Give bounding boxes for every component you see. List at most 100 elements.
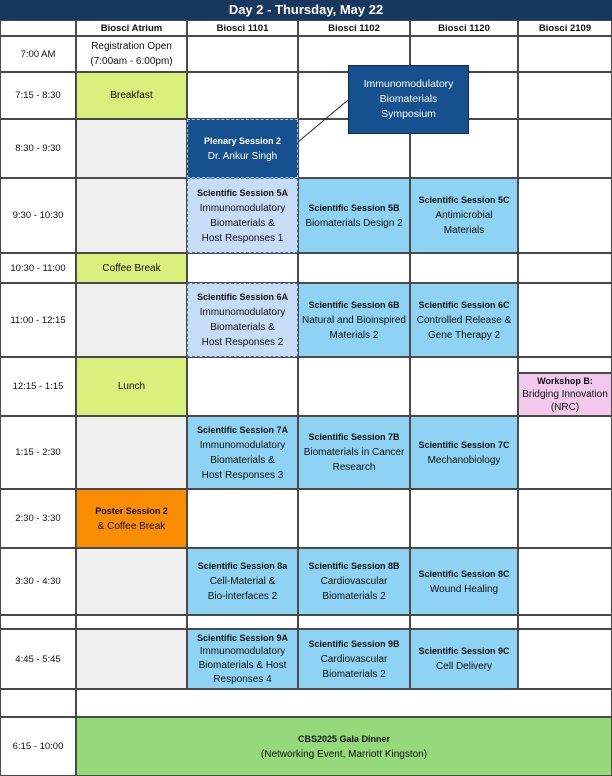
spacer-cell: [76, 689, 612, 717]
event-line: Immunomodulatory: [199, 646, 286, 657]
empty-cell: [187, 253, 298, 283]
event-title: Scientific Session 8C: [418, 568, 510, 579]
empty-cell: [518, 489, 612, 548]
event-title: Breakfast: [110, 90, 153, 101]
event-title: Scientific Session 7B: [308, 432, 400, 442]
event-line: Responses 4: [213, 674, 272, 685]
session-7b-cell: Scientific Session 7B Biomaterials in Ca…: [298, 416, 410, 489]
event-line: Bridging Innovation: [522, 389, 608, 400]
spacer-cell: [410, 615, 518, 629]
event-line: Immunomodulatory: [199, 307, 286, 318]
empty-cell: [518, 357, 612, 373]
event-line: Biomaterials & Host: [198, 660, 287, 671]
event-title: Plenary Session 2: [203, 135, 282, 146]
empty-cell: [518, 253, 612, 283]
event-title: Scientific Session 6B: [308, 299, 400, 310]
session-5b-cell: Scientific Session 5B Biomaterials Desig…: [298, 178, 410, 253]
time-cell: 6:15 - 10:00: [0, 717, 76, 776]
event-line: Natural and Bioinspired: [302, 314, 406, 326]
callout-line: Immunomodulatory: [363, 78, 454, 90]
poster-session-cell: Poster Session 2 & Coffee Break: [76, 489, 187, 548]
time-cell: 1:15 - 2:30: [0, 416, 76, 489]
symposium-callout: Immunomodulatory Biomaterials Symposium: [348, 65, 469, 134]
session-6c-cell: Scientific Session 6C Controlled Release…: [410, 283, 518, 357]
empty-cell: [187, 357, 298, 416]
event-title: Scientific Session 9C: [418, 646, 510, 656]
session-8b-cell: Scientific Session 8B Cardiovascular Bio…: [298, 548, 410, 615]
event-title: CBS2025 Gala Dinner: [297, 733, 391, 744]
spacer-cell: [187, 615, 298, 629]
time-cell: 9:30 - 10:30: [0, 178, 76, 253]
event-title: Scientific Session 5C: [418, 195, 510, 205]
time-cell: 10:30 - 11:00: [0, 253, 76, 283]
empty-cell: [518, 629, 612, 689]
empty-cell: [187, 72, 298, 119]
event-title: Scientific Session 9A: [196, 633, 289, 643]
corner-cell: [0, 20, 76, 36]
time-cell: 3:30 - 4:30: [0, 548, 76, 615]
event-line: Host Responses 2: [201, 337, 284, 348]
session-9a-cell: Scientific Session 9A Immunomodulatory B…: [187, 629, 298, 689]
event-detail: Dr. Ankur Singh: [207, 150, 278, 162]
session-9b-cell: Scientific Session 9B Cardiovascular Bio…: [298, 629, 410, 689]
empty-cell: [76, 119, 187, 178]
time-cell: 7:15 - 8:30: [0, 72, 76, 119]
event-title: Scientific Session 7A: [196, 424, 289, 435]
empty-cell: [410, 253, 518, 283]
event-line: Host Responses 3: [201, 469, 284, 481]
schedule-grid: Biosci Atrium Biosci 1101 Biosci 1102 Bi…: [0, 20, 612, 776]
event-line: Biomaterials &: [210, 454, 275, 466]
event-line: Wound Healing: [429, 583, 499, 595]
event-line: Cardiovascular: [320, 576, 388, 587]
lunch-cell: Lunch: [76, 357, 187, 416]
empty-cell: [518, 283, 612, 357]
event-line: Research: [332, 462, 376, 473]
event-line: Bio-interfaces 2: [207, 591, 278, 602]
time-cell: 11:00 - 12:15: [0, 283, 76, 357]
empty-cell: [76, 416, 187, 489]
spacer-cell: [0, 689, 76, 717]
event-title: Scientific Session 6A: [196, 292, 289, 302]
empty-cell: [298, 253, 410, 283]
event-title: Workshop B:: [537, 376, 593, 386]
session-5a-cell: Scientific Session 5A Immunomodulatory B…: [187, 178, 298, 253]
event-title: Scientific Session 8a: [197, 561, 288, 571]
spacer-cell: [298, 615, 410, 629]
empty-cell: [518, 36, 612, 72]
column-header-biosci-2109: Biosci 2109: [518, 20, 612, 36]
plenary-session-cell: Plenary Session 2 Dr. Ankur Singh: [187, 119, 298, 178]
time-cell: 12:15 - 1:15: [0, 357, 76, 416]
event-line: Biomaterials &: [210, 217, 275, 229]
event-line: Controlled Release &: [416, 314, 512, 326]
session-7a-cell: Scientific Session 7A Immunomodulatory B…: [187, 416, 298, 489]
session-6b-cell: Scientific Session 6B Natural and Bioins…: [298, 283, 410, 357]
column-header-biosci-atrium: Biosci Atrium: [76, 20, 187, 36]
event-line: Cardiovascular: [320, 653, 388, 665]
column-header-biosci-1101: Biosci 1101: [187, 20, 298, 36]
session-6a-cell: Scientific Session 6A Immunomodulatory B…: [187, 283, 298, 357]
event-line: Biomaterials 2: [322, 591, 386, 602]
event-line: Gene Therapy 2: [427, 329, 501, 341]
event-title: Coffee Break: [102, 262, 161, 274]
event-title: Scientific Session 6C: [418, 299, 510, 310]
event-title: Scientific Session 5A: [196, 187, 289, 198]
event-title: Registration Open: [91, 41, 172, 52]
empty-cell: [298, 489, 410, 548]
spacer-cell: [518, 615, 612, 629]
event-line: Cell Delivery: [435, 661, 493, 672]
time-cell: 4:45 - 5:45: [0, 629, 76, 689]
spacer-cell: [0, 615, 76, 629]
empty-cell: [76, 283, 187, 357]
empty-cell: [76, 548, 187, 615]
breakfast-cell: Breakfast: [76, 72, 187, 119]
event-line: Mechanobiology: [427, 454, 501, 466]
registration-cell: Registration Open (7:00am - 6:00pm): [76, 36, 187, 72]
event-line: Immunomodulatory: [199, 202, 286, 214]
event-title: Scientific Session 5B: [308, 202, 400, 213]
session-9c-cell: Scientific Session 9C Cell Delivery: [410, 629, 518, 689]
event-title: Scientific Session 7C: [418, 439, 510, 450]
event-line: Biomaterials &: [210, 322, 275, 333]
empty-cell: [76, 178, 187, 253]
gala-dinner-cell: CBS2025 Gala Dinner (Networking Event, M…: [76, 717, 612, 776]
event-detail: & Coffee Break: [97, 520, 166, 532]
